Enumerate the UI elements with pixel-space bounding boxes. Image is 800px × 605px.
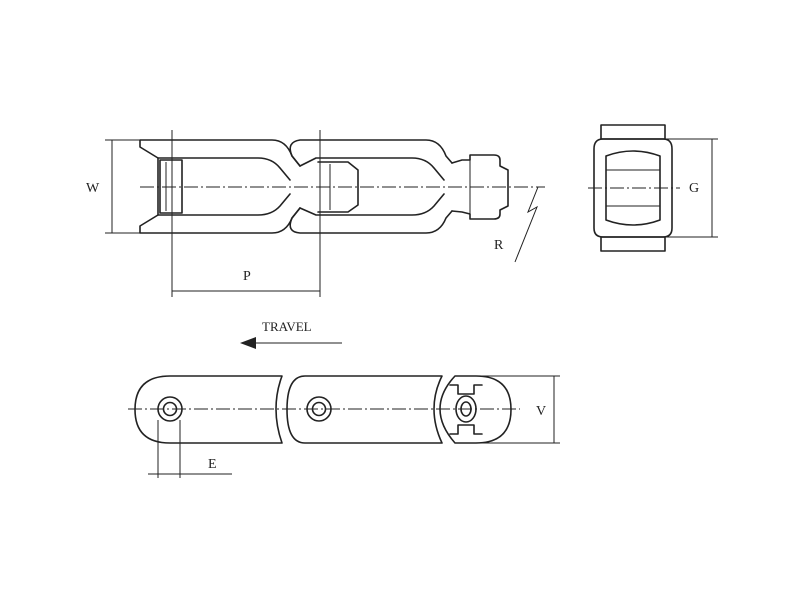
break-line: [514, 186, 545, 263]
middle-pin-block: [317, 161, 359, 213]
side-middle-pin-outer: [306, 396, 332, 422]
p-label: P: [243, 269, 251, 284]
travel-indicator: TRAVEL: [240, 319, 342, 349]
travel-arrow-head: [240, 337, 256, 349]
end-view-bottom-flange: [600, 236, 666, 252]
end-connector: [451, 154, 509, 220]
side-right-pin-inner: [460, 401, 472, 417]
left-link-outline: [139, 139, 301, 234]
w-label: W: [86, 181, 100, 196]
side-view: V E: [128, 375, 560, 478]
r-label: R: [494, 238, 504, 253]
v-label: V: [536, 404, 546, 419]
side-right-pin-outer: [455, 395, 477, 423]
side-middle-plate: [286, 375, 443, 444]
side-left-pin-outer: [157, 396, 183, 422]
e-label: E: [208, 457, 217, 472]
end-view-top-flange: [600, 124, 666, 140]
side-left-plate: [134, 375, 283, 444]
side-left-pin-inner: [162, 401, 178, 417]
middle-link-inner: [299, 157, 445, 216]
g-label: G: [689, 181, 699, 196]
left-barrel: [159, 159, 183, 214]
end-view-roller: [605, 150, 661, 226]
side-right-pin-slot: [449, 384, 483, 435]
top-view: W P R: [86, 130, 545, 297]
end-view: G: [588, 124, 718, 252]
travel-label: TRAVEL: [262, 319, 312, 334]
end-view-body: [593, 138, 673, 238]
side-middle-pin-inner: [311, 401, 327, 417]
middle-link-outline: [289, 139, 453, 234]
left-link-inner: [157, 157, 291, 216]
